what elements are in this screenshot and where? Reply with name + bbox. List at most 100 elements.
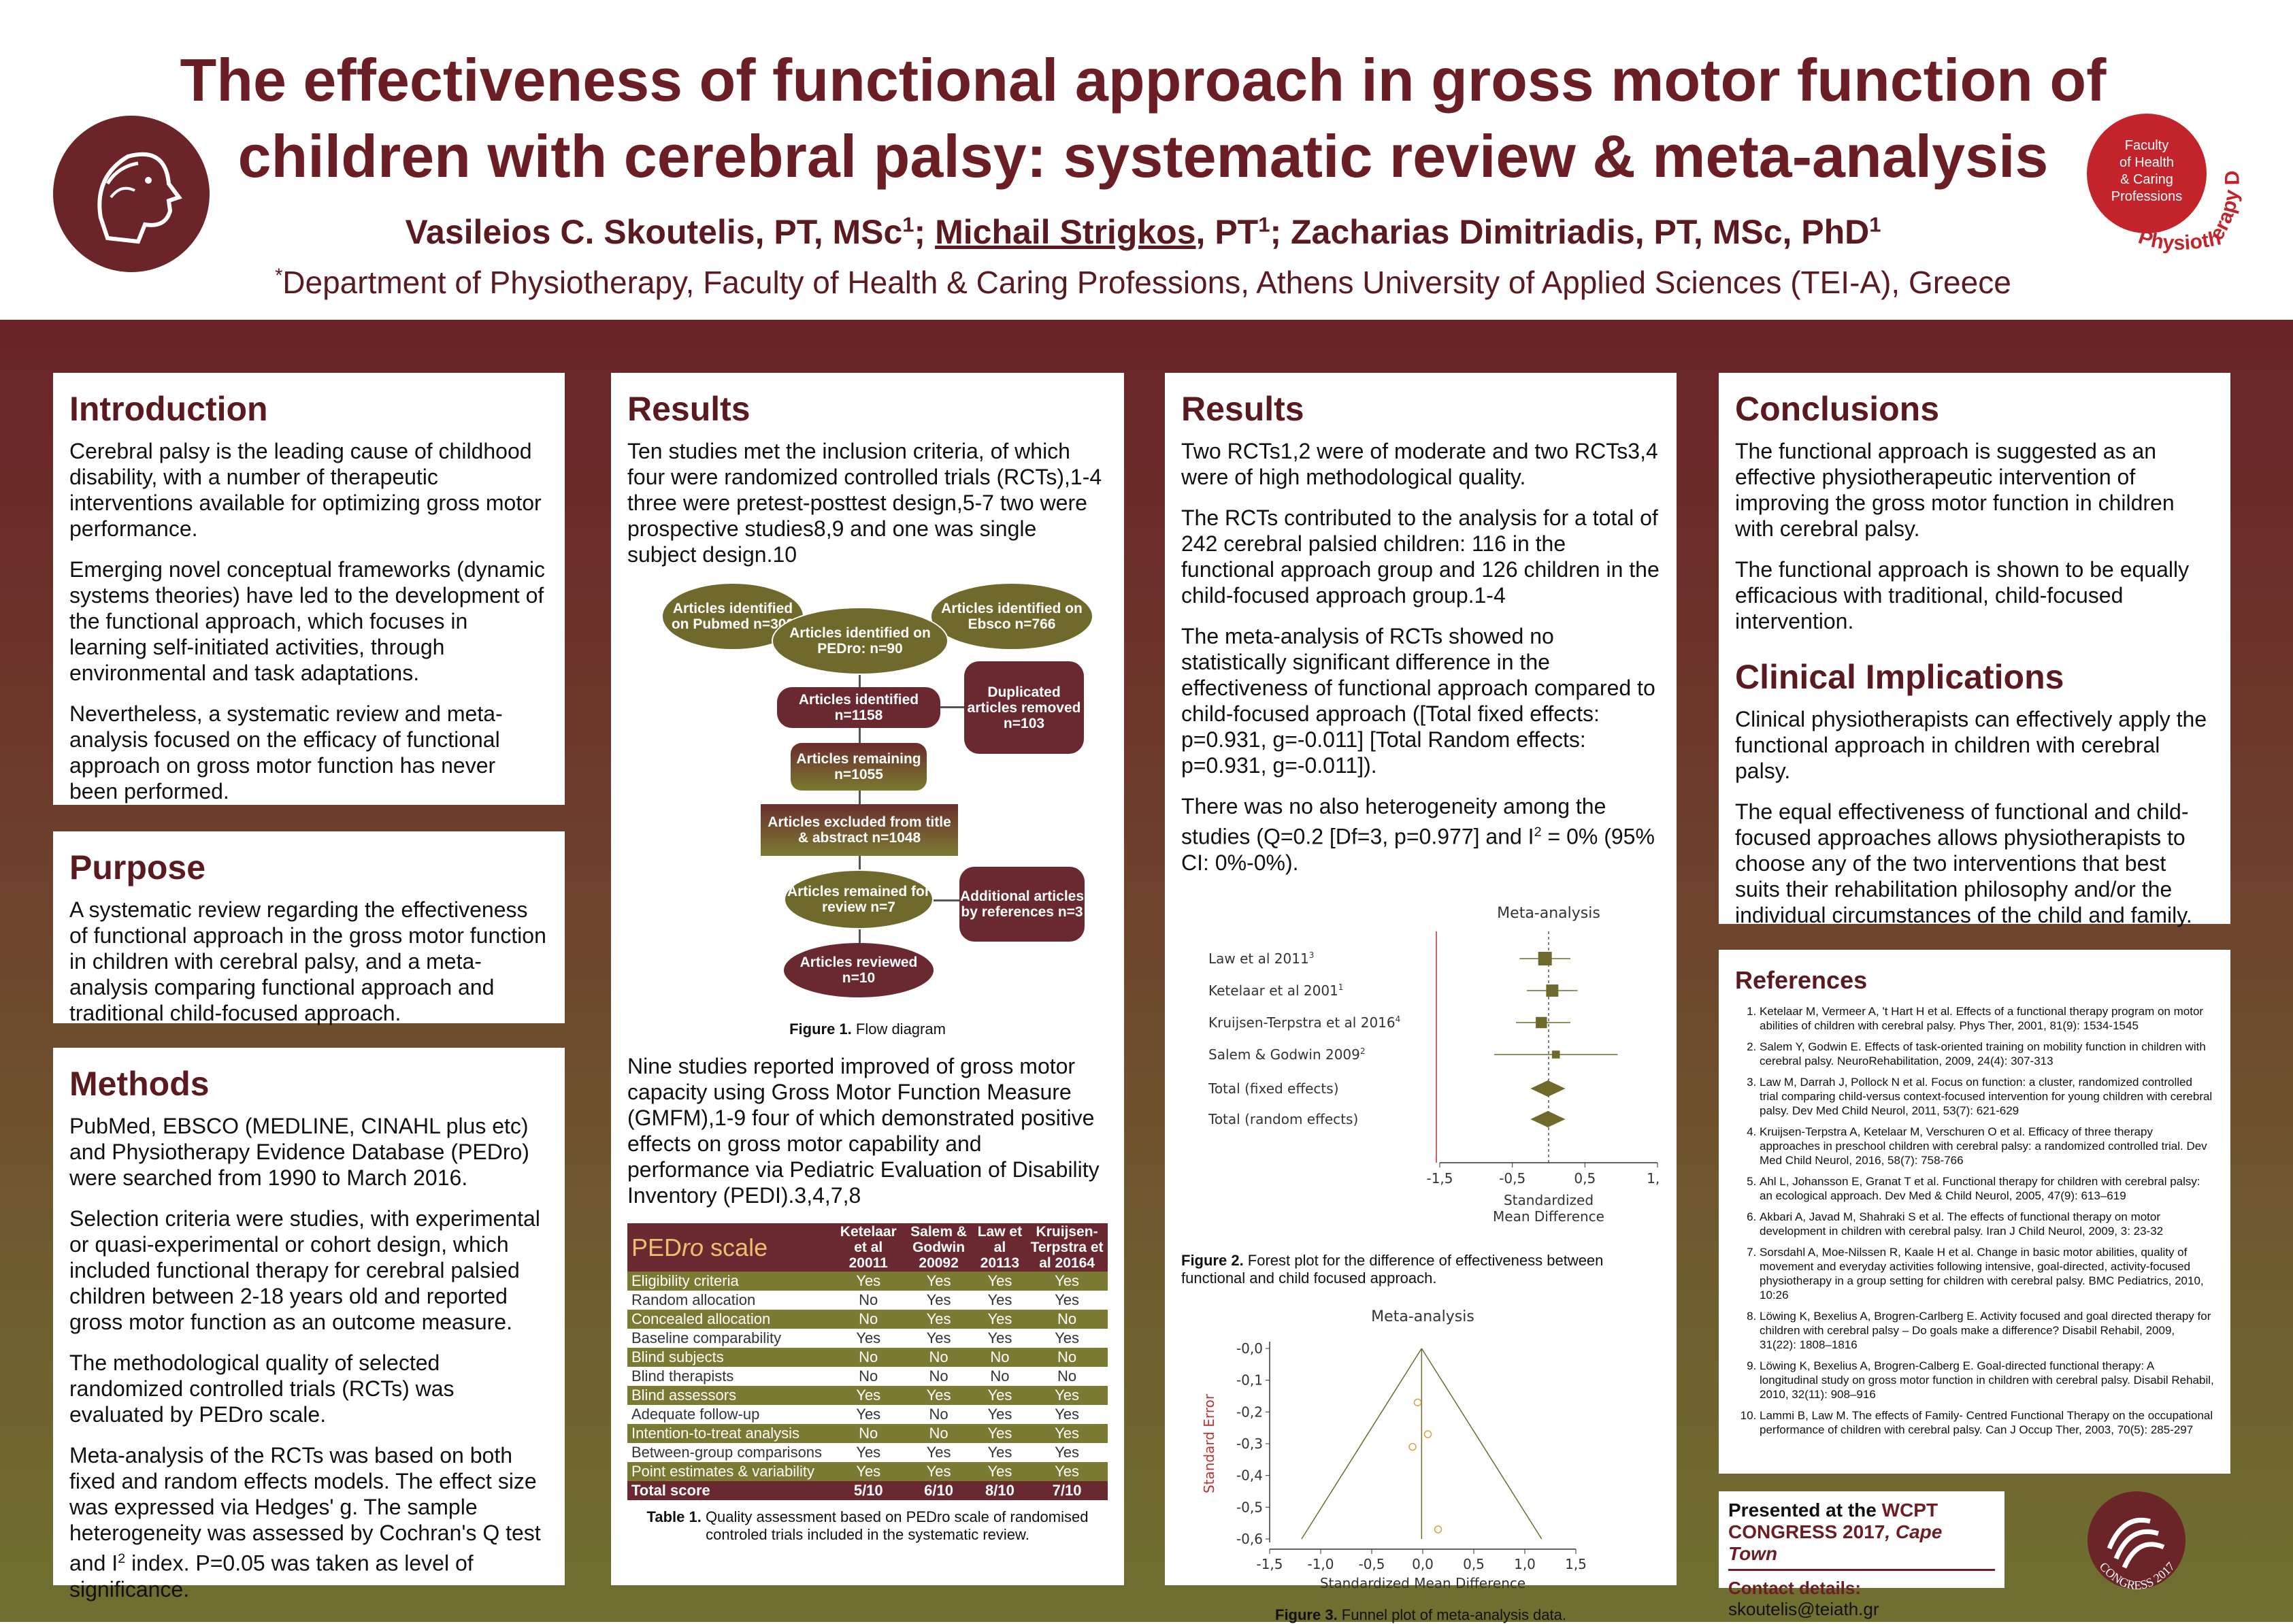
purpose-panel: Purpose A systematic review regarding th… bbox=[53, 831, 565, 1025]
reference-item: Salem Y, Godwin E. Effects of task-orien… bbox=[1760, 1040, 2214, 1068]
methods-heading: Methods bbox=[69, 1065, 210, 1103]
forest-study-label: Law et al 20113 bbox=[1208, 950, 1314, 967]
forest-x-tick-label: 1,5 bbox=[1647, 1170, 1660, 1187]
results-panel-2: Results Two RCTs1,2 were of moderate and… bbox=[1165, 373, 1677, 1623]
flow-additional: Additional articles by references n=3 bbox=[959, 867, 1085, 942]
reference-item: Ketelaar M, Vermeer A, 't Hart H et al. … bbox=[1760, 1004, 2214, 1033]
pedro-table: PEDro scale Ketelaar et al 20011 Salem &… bbox=[627, 1223, 1108, 1500]
references-heading: References bbox=[1735, 966, 1868, 994]
flow-excluded: Articles excluded from title & abstract … bbox=[761, 804, 958, 856]
funnel-title: Meta-analysis bbox=[1371, 1308, 1474, 1325]
clinical-implications-heading: Clinical Implications bbox=[1735, 658, 2064, 696]
svg-text:of Health: of Health bbox=[2119, 155, 2174, 170]
funnel-y-tick-label: -0,6 bbox=[1236, 1531, 1263, 1547]
forest-total-diamond bbox=[1530, 1080, 1566, 1097]
figure2-caption: Figure 2. Forest plot for the difference… bbox=[1181, 1251, 1604, 1287]
purpose-heading: Purpose bbox=[69, 848, 206, 886]
title-line-1: The effectiveness of functional approach… bbox=[180, 46, 2107, 114]
introduction-heading: Introduction bbox=[69, 390, 268, 428]
forest-study-point bbox=[1536, 1016, 1547, 1028]
funnel-x-label: Standardized Mean Difference bbox=[1320, 1575, 1525, 1591]
reference-item: Sorsdahl A, Moe-Nilssen R, Kaale H et al… bbox=[1760, 1245, 2214, 1302]
figure3-caption: Figure 3. Funnel plot of meta-analysis d… bbox=[1275, 1606, 1566, 1623]
funnel-left-line bbox=[1301, 1348, 1422, 1540]
forest-x-tick-label: 0,5 bbox=[1574, 1170, 1596, 1187]
forest-x-tick-label: -1,5 bbox=[1426, 1170, 1453, 1187]
svg-text:Professions: Professions bbox=[2111, 189, 2183, 204]
funnel-y-tick-label: -0,2 bbox=[1236, 1404, 1263, 1420]
reference-item: Ahl L, Johansson E, Granat T et al. Func… bbox=[1760, 1174, 2214, 1203]
flow-pubmed: Articles identified on Pubmed n=302 bbox=[661, 582, 804, 650]
funnel-point bbox=[1434, 1525, 1442, 1534]
forest-study-point bbox=[1551, 1050, 1560, 1059]
results-heading-2: Results bbox=[1181, 390, 1304, 428]
faculty-logo: Faculty of Health & Caring Professions P… bbox=[2073, 91, 2252, 279]
conclusions-heading: Conclusions bbox=[1735, 390, 1940, 428]
funnel-point bbox=[1408, 1442, 1417, 1451]
reference-item: Akbari A, Javad M, Shahraki S et al. The… bbox=[1760, 1210, 2214, 1238]
flow-reviewed: Articles reviewed n=10 bbox=[784, 943, 934, 997]
funnel-x-tick-label: -1,0 bbox=[1307, 1556, 1334, 1572]
flow-duplicated: Duplicated articles removed n=103 bbox=[964, 661, 1084, 754]
references-panel: References Ketelaar M, Vermeer A, 't Har… bbox=[1719, 950, 2230, 1474]
flow-remaining: Articles remaining n=1055 bbox=[791, 743, 927, 791]
flow-diagram: Articles identified on Pubmed n=302 Arti… bbox=[627, 582, 1108, 1018]
conclusions-panel: Conclusions The functional approach is s… bbox=[1719, 373, 2230, 927]
forest-title: Meta-analysis bbox=[1497, 905, 1600, 922]
presented-box: Presented at the WCPT CONGRESS 2017, Cap… bbox=[1719, 1491, 2005, 1619]
forest-study-label: Ketelaar et al 20011 bbox=[1208, 982, 1343, 999]
svg-text:& Caring: & Caring bbox=[2120, 172, 2173, 187]
forest-total-label: Total (fixed effects) bbox=[1208, 1080, 1339, 1097]
forest-study-label: Salem & Godwin 20092 bbox=[1208, 1046, 1366, 1063]
poster-title: The effectiveness of functional approach… bbox=[156, 42, 2130, 195]
reference-list: Ketelaar M, Vermeer A, 't Hart H et al. … bbox=[1735, 1004, 2214, 1437]
svg-text:Faculty: Faculty bbox=[2125, 138, 2168, 153]
funnel-x-tick-label: 1,0 bbox=[1514, 1556, 1536, 1572]
funnel-point bbox=[1423, 1429, 1432, 1438]
university-logo bbox=[53, 116, 210, 272]
introduction-panel: Introduction Cerebral palsy is the leadi… bbox=[53, 373, 565, 805]
flow-review: Articles remained for review n=7 bbox=[784, 869, 934, 929]
presenting-author: Michail Strigkos bbox=[935, 213, 1196, 251]
results-panel-1: Results Ten studies met the inclusion cr… bbox=[611, 373, 1124, 1585]
contact-email: skoutelis@teiath.gr bbox=[1728, 1599, 1879, 1619]
forest-x-tick-label: -0,5 bbox=[1499, 1170, 1525, 1187]
affiliation: *Department of Physiotherapy, Faculty of… bbox=[275, 265, 2011, 300]
figure1-caption: Figure 1. Flow diagram bbox=[789, 1021, 946, 1038]
funnel-plot: Meta-analysis-0,0-0,1-0,2-0,3-0,4-0,5-0,… bbox=[1201, 1308, 1587, 1591]
funnel-x-tick-label: 0,5 bbox=[1463, 1556, 1485, 1572]
reference-item: Löwing K, Bexelius A, Brogren-Carlberg E… bbox=[1760, 1309, 2214, 1352]
funnel-y-label: Standard Error bbox=[1201, 1393, 1217, 1493]
funnel-x-tick-label: -0,5 bbox=[1358, 1556, 1385, 1572]
methods-panel: Methods PubMed, EBSCO (MEDLINE, CINAHL p… bbox=[53, 1048, 565, 1602]
funnel-y-tick-label: -0,0 bbox=[1236, 1340, 1263, 1357]
reference-item: Löwing K, Bexelius A, Brogren-Calberg E.… bbox=[1760, 1359, 2214, 1402]
reference-item: Law M, Darrah J, Pollock N et al. Focus … bbox=[1760, 1075, 2214, 1118]
reference-item: Kruijsen-Terpstra A, Ketelaar M, Verschu… bbox=[1760, 1125, 2214, 1167]
funnel-y-tick-label: -0,4 bbox=[1236, 1467, 1263, 1483]
funnel-y-tick-label: -0,5 bbox=[1236, 1499, 1263, 1515]
pedro-scale-label: PEDro scale bbox=[627, 1223, 833, 1272]
funnel-x-tick-label: 1,5 bbox=[1565, 1556, 1587, 1572]
flow-identified: Articles identified n=1158 bbox=[777, 687, 940, 728]
reference-item: Lammi B, Law M. The effects of Family- C… bbox=[1760, 1408, 2214, 1437]
funnel-x-tick-label: -1,5 bbox=[1256, 1556, 1283, 1572]
funnel-right-line bbox=[1421, 1348, 1543, 1540]
funnel-y-tick-label: -0,1 bbox=[1236, 1372, 1263, 1388]
funnel-point bbox=[1413, 1398, 1422, 1406]
forest-total-label: Total (random effects) bbox=[1208, 1111, 1358, 1127]
table1-caption: Table 1. Quality assessment based on PED… bbox=[646, 1508, 1089, 1543]
results-heading-1: Results bbox=[627, 390, 750, 428]
title-line-2: children with cerebral palsy: systematic… bbox=[237, 122, 2049, 190]
